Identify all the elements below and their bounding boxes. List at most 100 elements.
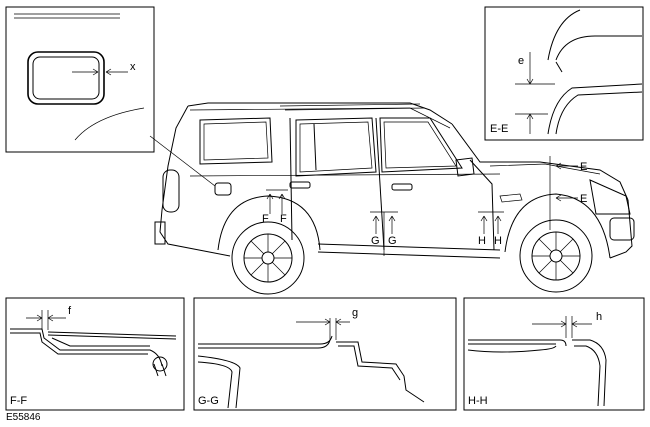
gg-inset: g G-G	[193, 297, 457, 411]
fuel-door-inset-frame	[5, 6, 155, 153]
side-vent	[499, 193, 523, 203]
hh-door-top	[468, 339, 567, 347]
ee-lower-contour-1	[547, 83, 643, 135]
rear-door-handle	[289, 181, 311, 189]
ff-marker-left: F	[262, 213, 269, 225]
ee-upper-contour-1	[547, 9, 581, 61]
gg-marker-left: G	[371, 235, 380, 247]
gg-front-panel-inner	[338, 345, 401, 381]
gg-arrow-left	[372, 215, 380, 234]
ff-ref-lines	[41, 310, 49, 330]
dim-label-x: x	[130, 61, 136, 73]
ee-upper-contour-2	[555, 35, 642, 61]
hh-ref-lines	[565, 316, 573, 338]
ff-dim-arrow-left	[26, 314, 43, 322]
fuel-door-inset: x	[5, 6, 155, 153]
hh-marker-right: H	[494, 235, 502, 247]
fuel-door-outline	[27, 51, 105, 105]
rear-bumper	[154, 221, 166, 245]
ff-hinge-arm	[153, 363, 167, 377]
hh-fender-inner	[574, 345, 601, 407]
ff-dim-label: f	[68, 305, 72, 317]
hh-fender-outer	[572, 339, 607, 407]
hh-inset-frame	[463, 297, 645, 411]
rear-door-pillar	[313, 123, 317, 171]
hh-dim-arrow-right	[571, 320, 592, 328]
hh-dim-label: h	[596, 311, 602, 323]
gg-dim-label: g	[352, 307, 358, 319]
dim-arrow-right	[105, 68, 128, 76]
ff-fuel-door-edge	[47, 331, 177, 340]
figure-id: E55846	[6, 412, 41, 423]
ee-ref-lines	[515, 83, 555, 115]
ff-panel-inner	[10, 332, 148, 355]
rear-wheel-spokes	[244, 234, 292, 282]
gg-rear-panel-top-inner	[198, 339, 331, 349]
gg-front-panel	[336, 341, 425, 403]
a-pillar-seam	[469, 159, 495, 251]
spare-wheel-cover	[162, 169, 180, 213]
gg-title: G-G	[198, 395, 219, 407]
ee-edge	[555, 61, 563, 73]
hh-arrow-left	[480, 215, 488, 234]
ee-arrow-top	[555, 162, 578, 170]
rear-quarter-window	[199, 117, 273, 165]
gg-rear-panel-top	[198, 335, 333, 345]
gg-inset-frame	[193, 297, 457, 411]
hh-marker-left: H	[478, 235, 486, 247]
b-pillar-seam	[375, 117, 385, 251]
hh-door-lower	[467, 345, 557, 353]
ff-title: F-F	[10, 395, 27, 407]
front-door-handle	[391, 183, 413, 191]
body-edge-lines	[14, 13, 120, 19]
fuel-door	[214, 182, 232, 196]
front-wheel-spokes	[532, 232, 580, 280]
gg-dim-arrow-right	[335, 318, 350, 326]
ff-marker-right: F	[280, 213, 287, 225]
ee-dim-arrow-bottom	[526, 113, 534, 134]
hh-arrow-right	[494, 215, 502, 234]
sill	[317, 243, 501, 259]
ff-hinge	[152, 356, 168, 372]
rear-profile	[159, 105, 231, 257]
ff-arrow-right	[278, 193, 286, 214]
bonnet-inner	[489, 163, 601, 175]
ee-inset-frame	[484, 6, 644, 141]
ee-lower-contour-2	[555, 91, 643, 135]
front-profile	[609, 199, 633, 259]
ee-marker-bottom: E	[580, 193, 587, 205]
gg-rear-panel-outer	[197, 355, 241, 409]
rear-door-window-inner	[299, 121, 373, 173]
fuel-door-leader	[149, 135, 216, 187]
hh-inset: h H-H	[463, 297, 645, 411]
body-contour	[74, 107, 145, 141]
shoulder-line	[189, 173, 501, 177]
roof-rails	[279, 103, 426, 111]
ee-marker-top: E	[580, 161, 587, 173]
rear-quarter-window-inner	[203, 121, 269, 161]
ff-arrow-left	[266, 193, 274, 214]
gg-rear-panel-outer-2	[197, 361, 233, 409]
front-wheel-arch	[504, 193, 611, 259]
ee-title: E-E	[490, 123, 508, 135]
roof-line	[187, 102, 453, 125]
gg-marker-right: G	[388, 235, 397, 247]
ee-inset: e E-E	[484, 6, 644, 141]
ee-dim-label: e	[518, 55, 524, 67]
ff-dim-arrow-right	[47, 314, 66, 322]
front-door-window-inner	[383, 121, 457, 169]
front-door-window	[379, 117, 463, 173]
vehicle-side-view: F F G G H H E E	[149, 102, 635, 295]
headlamp	[589, 179, 631, 215]
dim-arrow-left	[72, 68, 99, 76]
ee-dim-arrow-top	[526, 52, 534, 85]
rear-tyre	[231, 221, 305, 295]
fuel-door-panel	[32, 56, 100, 100]
hh-title: H-H	[468, 395, 488, 407]
gg-dim-arrow-left	[296, 318, 331, 326]
ff-door-inner	[51, 337, 150, 347]
rear-door-window	[295, 117, 377, 177]
ff-inset: f F-F	[5, 297, 185, 411]
